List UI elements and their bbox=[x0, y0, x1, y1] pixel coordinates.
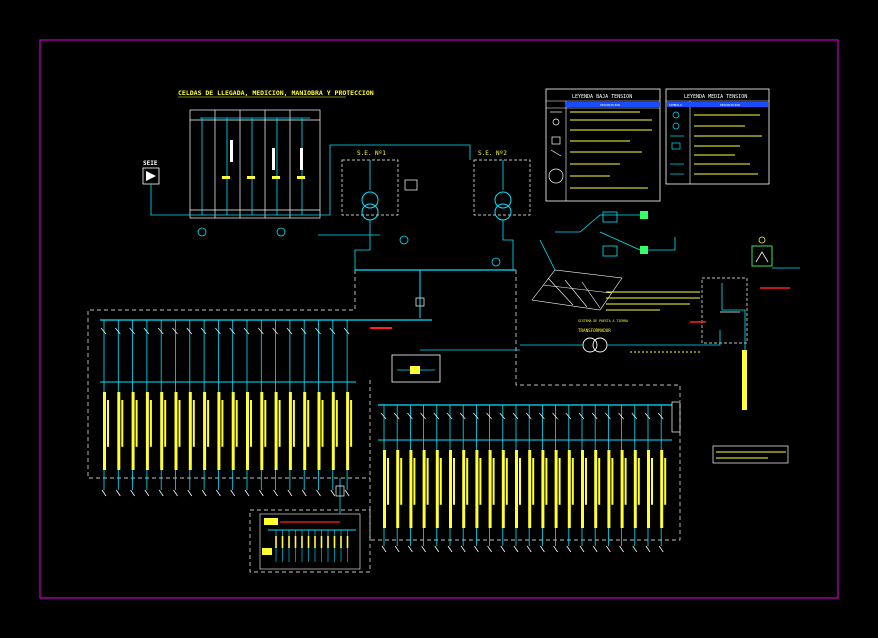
lv-breaker bbox=[415, 297, 425, 307]
main-transformer: TRANSFORMADOR bbox=[520, 328, 721, 353]
feeder-circuit bbox=[407, 405, 416, 553]
mv-cells bbox=[189, 109, 321, 219]
feeder-circuit bbox=[380, 405, 389, 553]
feeder-circuit bbox=[631, 405, 640, 553]
feeder-circuit bbox=[272, 320, 281, 497]
sub-feeder-label bbox=[333, 536, 336, 548]
feeder-circuit bbox=[157, 320, 167, 497]
feeder-circuit bbox=[486, 405, 495, 553]
substation-1: S.E. Nº1 bbox=[341, 150, 418, 270]
sub-feeder-label bbox=[327, 536, 329, 548]
sub-feeder-label bbox=[346, 536, 349, 548]
feeder-circuit bbox=[172, 320, 181, 497]
mv-cells-switch-labels bbox=[222, 176, 305, 179]
feeder-circuit bbox=[186, 320, 195, 497]
substation-2: S.E. Nº2 bbox=[473, 150, 531, 270]
feeder-circuit bbox=[512, 405, 521, 553]
feeder-circuit bbox=[393, 405, 403, 553]
feeder-circuit bbox=[552, 405, 561, 553]
feeder-circuit bbox=[473, 405, 482, 553]
sub-feeder-label bbox=[281, 536, 284, 548]
grounding-label: SISTEMA DE PUESTA A TIERRA bbox=[578, 319, 628, 323]
notes-text bbox=[716, 451, 786, 459]
sub-feeder-label bbox=[294, 536, 297, 548]
mv-cells-bus bbox=[200, 117, 471, 236]
drawing-frame bbox=[39, 39, 839, 599]
transformer-icon bbox=[361, 191, 379, 209]
legend-bt: LEYENDA BAJA TENSION DESCRIPCION bbox=[545, 88, 661, 202]
triangle-source-icon bbox=[146, 171, 156, 181]
legend-bt-title: LEYENDA BAJA TENSION bbox=[572, 94, 632, 100]
mv-cells-fuses bbox=[230, 140, 303, 170]
seie-label: SEIE bbox=[143, 160, 158, 167]
dashed-enclosures bbox=[87, 270, 681, 573]
feeder-circuit bbox=[343, 320, 353, 497]
sub-feeder-label bbox=[301, 536, 303, 548]
feeder-circuit bbox=[300, 320, 310, 497]
grounding-note bbox=[606, 291, 700, 311]
feeder-circuit bbox=[143, 320, 152, 497]
feeder-circuit bbox=[644, 405, 653, 553]
feeder-circuit bbox=[243, 320, 252, 497]
feeder-circuit bbox=[315, 320, 324, 497]
feeder-circuit bbox=[591, 405, 601, 553]
legend-mt-title: LEYENDA MEDIA TENSION bbox=[684, 94, 747, 100]
sub-feeder-label bbox=[320, 536, 323, 548]
feeder-circuit bbox=[565, 405, 574, 553]
feeder-circuit bbox=[420, 405, 429, 553]
legend-bt-symbols bbox=[548, 111, 564, 184]
feeder-circuit bbox=[229, 320, 238, 497]
feeder-circuit bbox=[657, 405, 667, 553]
legend-bt-rows bbox=[570, 111, 652, 189]
sub-board bbox=[259, 478, 361, 570]
feeder-circuit bbox=[215, 320, 224, 497]
feeder-circuit bbox=[200, 320, 210, 497]
feeder-circuit bbox=[329, 320, 338, 497]
legend-mt-symbols bbox=[670, 111, 684, 175]
feeder-circuit bbox=[433, 405, 442, 553]
solar-wiring bbox=[539, 211, 676, 271]
ground-icon bbox=[197, 227, 501, 267]
feeder-circuit bbox=[459, 405, 469, 553]
legend-mt-rows bbox=[694, 114, 762, 175]
transformer-label: TRANSFORMADOR bbox=[578, 328, 611, 333]
sub-feeder-label bbox=[307, 536, 310, 548]
se2-label: S.E. Nº2 bbox=[478, 150, 507, 157]
feeder-circuit bbox=[578, 405, 587, 553]
sub-board-feeders bbox=[275, 530, 349, 562]
feeder-circuit bbox=[605, 405, 614, 553]
sub-feeder-label bbox=[340, 536, 342, 548]
right-board-feeders bbox=[380, 405, 667, 553]
left-board-feeders bbox=[100, 320, 353, 497]
notes-box bbox=[712, 445, 789, 464]
feeder-circuit bbox=[115, 320, 124, 497]
transfer-switch bbox=[391, 349, 520, 383]
feeder-circuit bbox=[258, 320, 267, 497]
feeder-circuit bbox=[129, 320, 138, 497]
seie-feeder bbox=[150, 184, 200, 216]
sub-feeder-label bbox=[288, 536, 290, 548]
feeder-circuit bbox=[525, 405, 535, 553]
feeder-circuit bbox=[618, 405, 627, 553]
solar-panel-icon bbox=[531, 269, 623, 311]
sub-feeder-label bbox=[275, 536, 277, 548]
right-board-breaker bbox=[671, 401, 681, 433]
legend-mt-col-desc: DESCRIPCION bbox=[720, 103, 740, 107]
cells-title: CELDAS DE LLEGADA, MEDICION, MANIOBRA Y … bbox=[178, 89, 374, 97]
legend-bt-col-header: DESCRIPCION bbox=[600, 103, 620, 107]
feeder-circuit bbox=[539, 405, 548, 553]
right-switchboard bbox=[701, 277, 790, 410]
seie-source: SEIE bbox=[142, 160, 200, 216]
legend-mt: LEYENDA MEDIA TENSION SIMBOLO DESCRIPCIO… bbox=[665, 88, 770, 185]
feeder-circuit bbox=[499, 405, 508, 553]
feeder-circuit bbox=[446, 405, 455, 553]
feeder-circuit bbox=[286, 320, 295, 497]
solar-inverters bbox=[640, 211, 648, 254]
feeder-circuit bbox=[100, 320, 109, 497]
legend-mt-col-symbol: SIMBOLO bbox=[669, 103, 682, 107]
generator-icon bbox=[751, 236, 800, 269]
se1-label: S.E. Nº1 bbox=[357, 150, 386, 157]
sub-feeder-label bbox=[314, 536, 316, 548]
